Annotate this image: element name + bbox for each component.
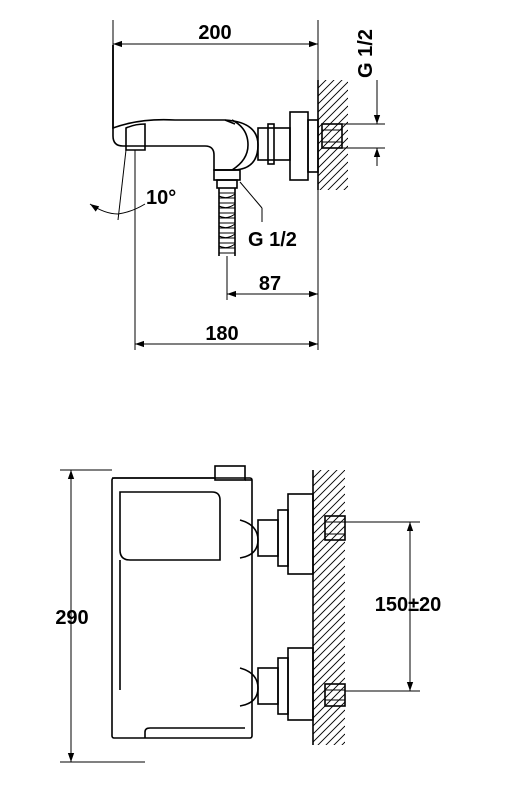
hatch-line [313,470,330,487]
hatch-line [317,717,345,745]
hatch-line [313,766,345,798]
dim-87-label: 87 [259,273,281,295]
faucet-body-top [112,45,343,181]
hatch-line [327,169,348,190]
hatch-line [313,637,345,671]
hatch-line [313,581,345,615]
hatch-line [313,661,345,695]
dim-180-label: 180 [205,323,238,345]
hatch-line [313,470,345,503]
hatch-line [313,653,345,687]
hatch-line [318,113,348,145]
dim-200-label: 200 [198,22,231,44]
hatch-line [313,589,345,623]
hatch-line [318,121,348,153]
thread-wall-label: G 1/2 [355,29,377,78]
hatch-line [319,161,348,190]
hatch-line [313,629,345,663]
hatch-line [313,557,345,591]
hatch-line [313,597,345,631]
hatch-line [313,565,345,599]
thread-outlet-label: G 1/2 [248,229,297,251]
hatch-line [313,573,345,607]
hatch-line [313,493,345,527]
hatch-line [313,477,345,511]
hatch-line [313,470,314,471]
hatch-line [335,177,348,190]
hatch-line [313,669,345,703]
hatch-line [318,80,319,81]
hatch-line [333,733,345,745]
hatch-line [313,709,345,743]
wall-hatch-top [317,80,348,248]
hatch-line [318,80,335,97]
hatch-line [313,645,345,679]
wall-hatch-front [312,470,345,800]
front-view: 290 150±20 [55,465,442,800]
hatch-line [318,89,348,121]
hatch-line [313,750,345,782]
hatch-line [313,533,345,567]
hatch-line [313,525,345,559]
hatch-line [313,541,345,575]
faucet-body-front [111,465,346,739]
thread-outlet-callout: G 1/2 [239,181,297,251]
hatch-line [313,501,345,535]
hatch-line [341,741,345,745]
hatch-line [318,202,348,232]
hatch-line [343,185,348,190]
hatch-line [313,701,345,735]
dim-290-label: 290 [55,607,88,629]
hatch-line [313,621,345,655]
hatch-line [318,137,348,169]
dim-angle: 10° [89,149,176,221]
dim-150: 150±20 [345,521,442,692]
hatch-line [313,470,338,495]
dim-180: 180 [134,150,319,350]
hatch-line [313,758,345,790]
hatch-line [313,549,345,583]
hatch-line [313,485,345,519]
hatch-line [318,218,348,248]
thread-wall-callout: G 1/2 [342,29,385,166]
hatch-line [313,613,345,647]
dim-200: 200 [112,20,319,80]
hatch-line [318,80,327,89]
hose-outlet-top [213,169,241,256]
hatch-line [313,693,345,727]
hatch-line [318,129,348,161]
top-view: 200 180 87 10° G 1/2 [89,20,385,350]
dim-290: 290 [55,469,145,763]
hatch-line [318,194,348,224]
dim-87: 87 [226,256,318,300]
hatch-line [313,774,345,800]
dim-150-label: 150±20 [375,594,442,616]
hatch-line [318,97,348,129]
hatch-line [318,145,348,177]
hatch-line [313,470,322,479]
hatch-line [318,153,348,185]
hatch-line [318,80,343,105]
hatch-line [318,210,348,240]
hatch-line [313,605,345,639]
hatch-line [318,105,348,137]
hatch-line [318,81,348,113]
dim-angle-label: 10° [146,187,176,209]
hatch-line [313,685,345,719]
hatch-line [313,509,345,543]
hatch-line [325,725,345,745]
